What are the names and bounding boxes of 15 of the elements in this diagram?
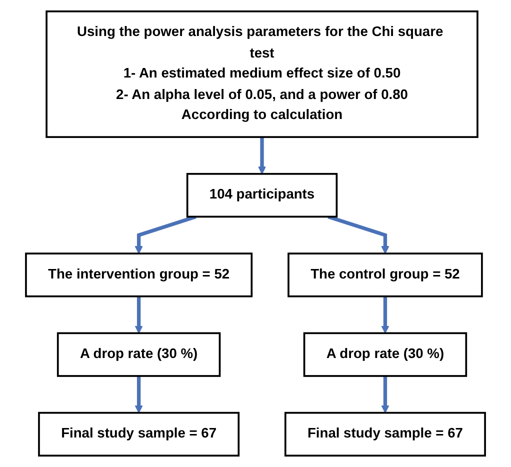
node-box: The control group = 52 — [288, 252, 483, 298]
node-box: 104 participants — [186, 172, 338, 218]
arrow — [381, 376, 390, 414]
node-box: A drop rate (30 %) — [56, 332, 221, 377]
arrow — [328, 214, 390, 254]
arrow — [258, 137, 266, 174]
arrow — [134, 214, 196, 254]
arrow — [134, 376, 143, 414]
node-box: Final study sample = 67 — [284, 412, 486, 457]
arrow — [381, 296, 390, 334]
node-box: The intervention group = 52 — [25, 252, 253, 298]
node-box: Final study sample = 67 — [38, 412, 240, 457]
arrow — [134, 296, 143, 334]
node-box: Using the power analysis parameters for the Chi square test 1- An estimated medium effect size of 0.50 2- An alpha level of 0.05, and a power of 0.80 According to calculation — [46, 10, 478, 138]
node-box: A drop rate (30 %) — [303, 332, 468, 377]
